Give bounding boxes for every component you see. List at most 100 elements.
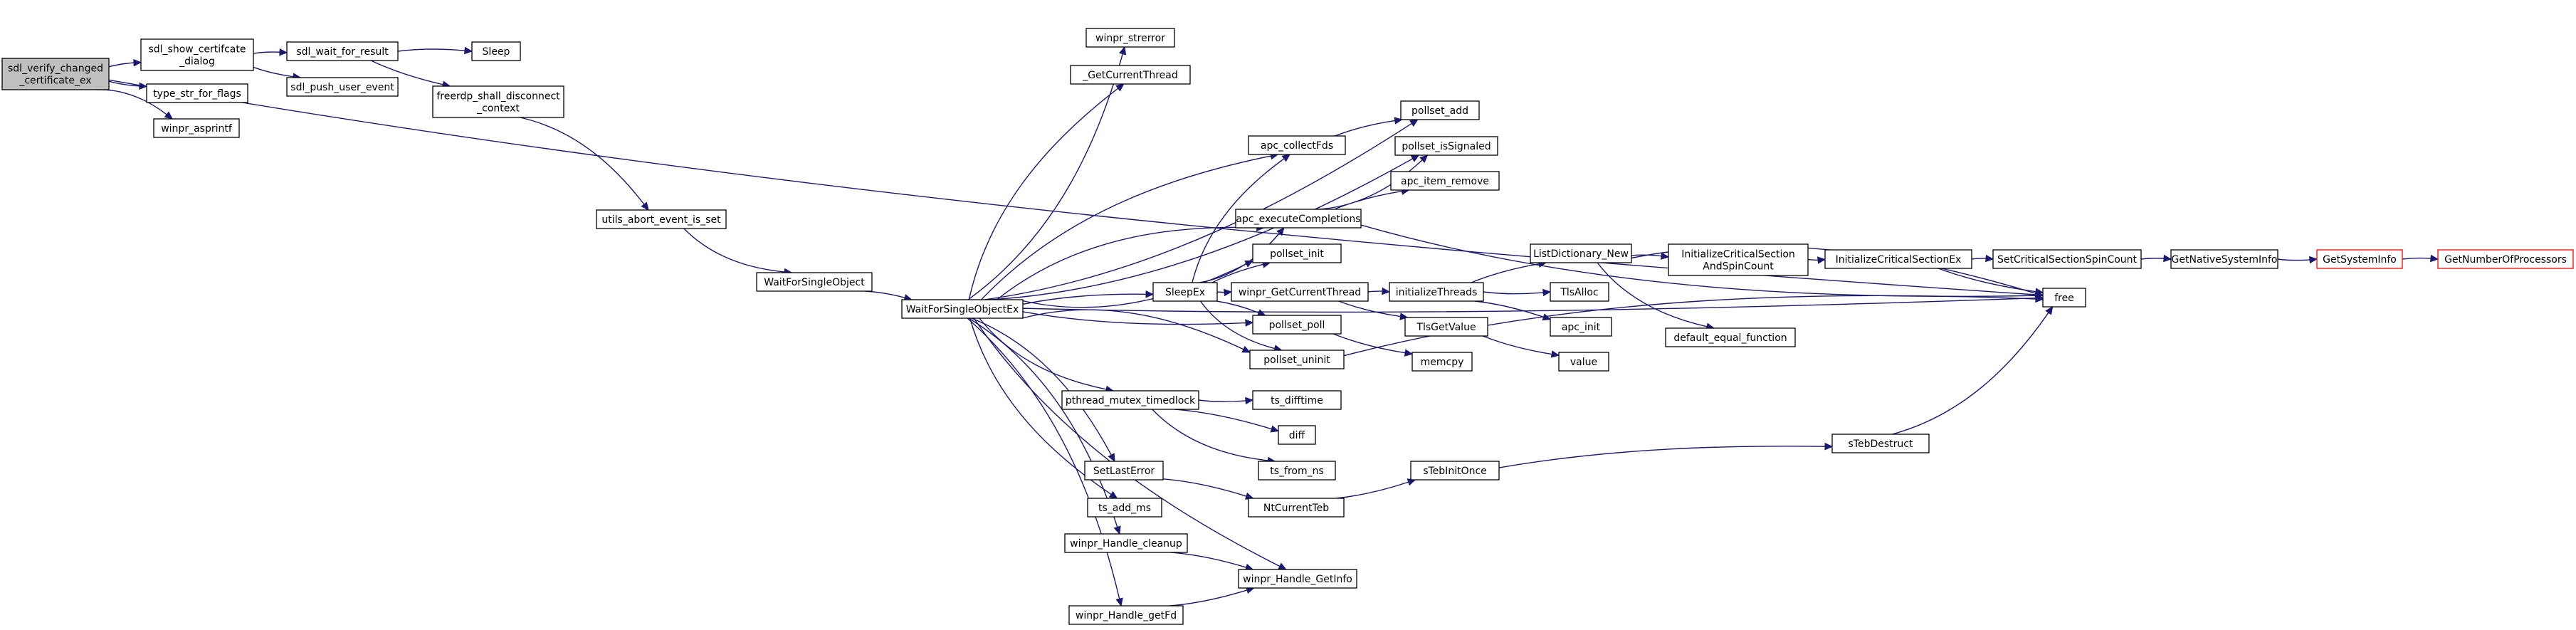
- node-box[interactable]: [1231, 282, 1369, 302]
- node-setlasterr[interactable]: SetLastError: [1084, 461, 1164, 481]
- node-apccollect[interactable]: apc_collectFds: [1248, 135, 1346, 155]
- node-wfsoex[interactable]: WaitForSingleObjectEx: [901, 299, 1024, 319]
- node-pollpoll[interactable]: pollset_poll: [1252, 315, 1342, 335]
- node-box[interactable]: [901, 299, 1024, 319]
- node-box[interactable]: [1238, 569, 1357, 589]
- node-box[interactable]: [2316, 249, 2403, 269]
- node-box[interactable]: [153, 118, 240, 138]
- node-defeq[interactable]: default_equal_function: [1665, 327, 1796, 347]
- node-ntteb[interactable]: NtCurrentTeb: [1248, 498, 1345, 518]
- node-box[interactable]: [1235, 209, 1362, 229]
- node-pollinit[interactable]: pollset_init: [1252, 243, 1342, 263]
- node-box[interactable]: [1249, 350, 1345, 369]
- node-sleep[interactable]: Sleep: [471, 41, 521, 61]
- node-box[interactable]: [1070, 65, 1191, 85]
- node-pollsetadd[interactable]: pollset_add: [1400, 100, 1480, 120]
- node-hgetfd[interactable]: winpr_Handle_getFd: [1068, 605, 1184, 625]
- node-box[interactable]: [1665, 327, 1796, 347]
- node-box[interactable]: [432, 85, 564, 118]
- node-box[interactable]: [1389, 282, 1484, 302]
- node-box[interactable]: [286, 41, 399, 61]
- node-box[interactable]: [1411, 352, 1473, 372]
- node-tebdestruct[interactable]: sTebDestruct: [1831, 434, 1930, 453]
- node-wfso[interactable]: WaitForSingleObject: [756, 272, 873, 292]
- node-box[interactable]: [146, 83, 248, 103]
- node-box[interactable]: [1252, 390, 1342, 410]
- node-box[interactable]: [756, 272, 873, 292]
- node-wait[interactable]: sdl_wait_for_result: [286, 41, 399, 61]
- node-tlsget[interactable]: TlsGetValue: [1404, 317, 1488, 337]
- node-icsex[interactable]: InitializeCriticalSectionEx: [1824, 249, 1972, 269]
- node-box[interactable]: [1258, 461, 1336, 481]
- node-getthread[interactable]: _GetCurrentThread: [1070, 65, 1191, 85]
- node-box[interactable]: [1390, 171, 1500, 191]
- node-difftime[interactable]: ts_difftime: [1252, 390, 1342, 410]
- node-initthreads[interactable]: initializeThreads: [1389, 282, 1484, 302]
- node-gsi[interactable]: GetSystemInfo: [2316, 249, 2403, 269]
- node-box[interactable]: [286, 77, 399, 97]
- node-box[interactable]: [1831, 434, 1930, 453]
- node-box[interactable]: [1278, 425, 1316, 445]
- node-abort[interactable]: utils_abort_event_is_set: [596, 209, 727, 229]
- node-box[interactable]: [1, 58, 110, 90]
- node-box[interactable]: [1087, 498, 1162, 518]
- node-box[interactable]: [1824, 249, 1972, 269]
- node-gnp[interactable]: GetNumberOfProcessors: [2437, 249, 2574, 269]
- node-box[interactable]: [1404, 317, 1488, 337]
- node-box[interactable]: [1068, 605, 1184, 625]
- node-box[interactable]: [1668, 243, 1809, 276]
- node-apcinit[interactable]: apc_init: [1550, 317, 1612, 337]
- node-polluninit[interactable]: pollset_uninit: [1249, 350, 1345, 369]
- node-show[interactable]: sdl_show_certifcate_dialog: [140, 38, 254, 71]
- node-box[interactable]: [1558, 352, 1609, 372]
- node-free[interactable]: free: [2042, 288, 2086, 308]
- node-strerror[interactable]: winpr_strerror: [1085, 28, 1175, 48]
- node-box[interactable]: [1992, 249, 2142, 269]
- node-tsaddms[interactable]: ts_add_ms: [1087, 498, 1162, 518]
- node-box[interactable]: [2170, 249, 2278, 269]
- node-push[interactable]: sdl_push_user_event: [286, 77, 399, 97]
- node-listdict[interactable]: ListDictionary_New: [1530, 243, 1632, 263]
- node-tsflags[interactable]: type_str_for_flags: [146, 83, 248, 103]
- node-box[interactable]: [1252, 315, 1342, 335]
- node-setcss[interactable]: SetCriticalSectionSpinCount: [1992, 249, 2142, 269]
- node-issignaled[interactable]: pollset_isSignaled: [1394, 136, 1498, 156]
- node-box[interactable]: [1550, 317, 1612, 337]
- node-box[interactable]: [1394, 136, 1498, 156]
- node-value[interactable]: value: [1558, 352, 1609, 372]
- node-memcpy[interactable]: memcpy: [1411, 352, 1473, 372]
- node-box[interactable]: [1085, 28, 1175, 48]
- node-apcexec[interactable]: apc_executeCompletions: [1235, 209, 1362, 229]
- node-box[interactable]: [1530, 243, 1632, 263]
- node-box[interactable]: [1400, 100, 1480, 120]
- node-wgct[interactable]: winpr_GetCurrentThread: [1231, 282, 1369, 302]
- node-box[interactable]: [596, 209, 727, 229]
- node-box[interactable]: [1248, 135, 1346, 155]
- node-asprintf[interactable]: winpr_asprintf: [153, 118, 240, 138]
- node-box[interactable]: [1248, 498, 1345, 518]
- node-tlsalloc[interactable]: TlsAlloc: [1550, 282, 1609, 302]
- node-gnsi[interactable]: GetNativeSystemInfo: [2170, 249, 2278, 269]
- node-mutex[interactable]: pthread_mutex_timedlock: [1061, 390, 1199, 410]
- node-box[interactable]: [1410, 461, 1500, 481]
- node-box[interactable]: [1252, 243, 1342, 263]
- node-box[interactable]: [1084, 461, 1164, 481]
- node-box[interactable]: [2042, 288, 2086, 308]
- node-diff[interactable]: diff: [1278, 425, 1316, 445]
- node-hgetinfo[interactable]: winpr_Handle_GetInfo: [1238, 569, 1357, 589]
- node-box[interactable]: [1061, 390, 1199, 410]
- node-fromns[interactable]: ts_from_ns: [1258, 461, 1336, 481]
- node-hcleanup[interactable]: winpr_Handle_cleanup: [1064, 533, 1188, 553]
- node-box[interactable]: [2437, 249, 2574, 269]
- node-box[interactable]: [1550, 282, 1609, 302]
- node-box[interactable]: [1064, 533, 1188, 553]
- node-freerdp[interactable]: freerdp_shall_disconnect_context: [432, 85, 564, 118]
- node-box[interactable]: [140, 38, 254, 71]
- node-root[interactable]: sdl_verify_changed_certificate_ex: [1, 58, 110, 90]
- node-tebinit[interactable]: sTebInitOnce: [1410, 461, 1500, 481]
- node-apcremove[interactable]: apc_item_remove: [1390, 171, 1500, 191]
- node-sleepex[interactable]: SleepEx: [1152, 282, 1218, 302]
- node-box[interactable]: [1152, 282, 1218, 302]
- node-box[interactable]: [471, 41, 521, 61]
